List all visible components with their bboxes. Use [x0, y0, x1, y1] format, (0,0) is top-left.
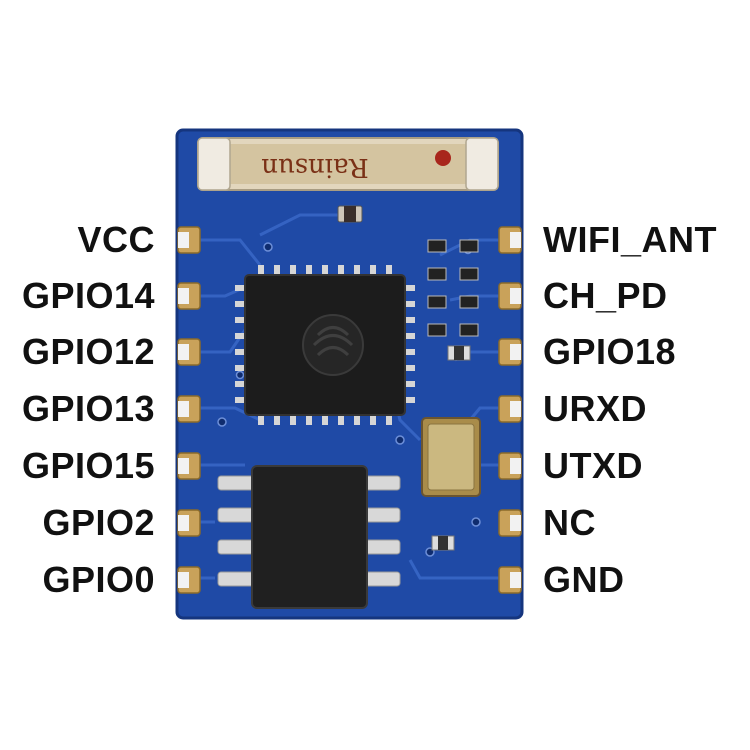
pin-label-gpio13: GPIO13	[21, 388, 155, 429]
crystal-oscillator	[421, 417, 481, 497]
pin-label-ch-pd: CH_PD	[543, 275, 668, 316]
left-pads	[177, 226, 201, 594]
pin-label-nc: NC	[543, 502, 596, 543]
pin-label-gpio14: GPIO14	[21, 275, 155, 316]
smd-components-right	[427, 239, 479, 551]
pin-label-gpio15: GPIO15	[21, 445, 155, 486]
pin-label-gnd: GND	[543, 559, 625, 600]
right-pads	[498, 226, 522, 594]
pin-label-gpio12: GPIO12	[21, 331, 155, 372]
ceramic-antenna	[197, 137, 499, 191]
pin-label-gpio2: GPIO2	[42, 502, 155, 543]
pin-label-utxd: UTXD	[543, 445, 643, 486]
flash-chip	[217, 465, 401, 609]
pin-label-vcc: VCC	[77, 219, 155, 260]
soc-chip	[235, 265, 415, 425]
pin-label-gpio18: GPIO18	[543, 331, 677, 372]
pin-label-gpio0: GPIO0	[42, 559, 155, 600]
antenna-dot	[435, 150, 451, 166]
pin-label-wifi-ant: WIFI_ANT	[543, 219, 717, 260]
pin-label-urxd: URXD	[543, 388, 648, 429]
soc-logo-icon	[302, 314, 364, 376]
antenna-brand-text: Rainsun	[261, 152, 369, 182]
